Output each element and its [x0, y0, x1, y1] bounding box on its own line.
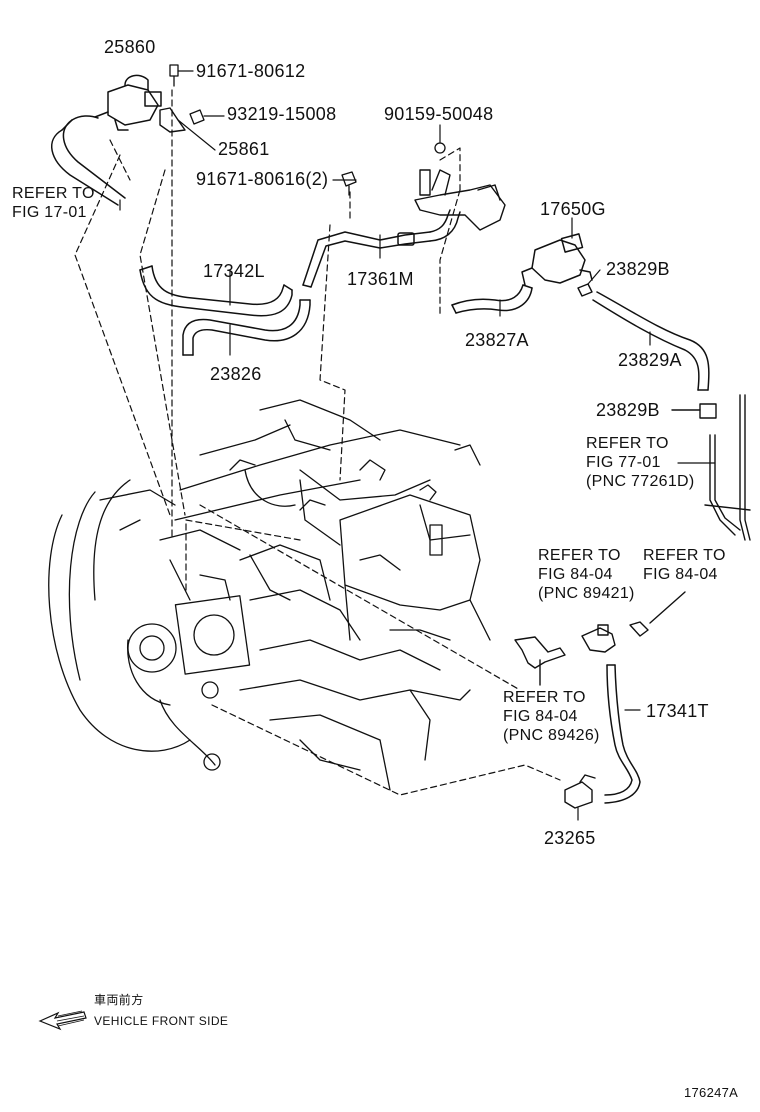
front-side-label-japanese: 車両前方: [94, 993, 144, 1007]
bracket-84-04: [514, 636, 566, 686]
refer-fig-17-01: REFER TO FIG 17-01: [12, 185, 95, 221]
bracket-25861: [159, 107, 186, 133]
clamp-23829B-mid: [671, 403, 717, 419]
bolt-90159-50048: [434, 142, 446, 154]
label-17650G: 17650G: [540, 199, 606, 219]
engine-block-drawing: [48, 399, 491, 791]
front-side-label-english: VEHICLE FRONT SIDE: [94, 1014, 229, 1028]
label-17342L: 17342L: [203, 261, 265, 281]
hose-23829A: [592, 291, 710, 391]
refer-fig-84-04-sensor: REFER TO FIG 84-04: [643, 547, 726, 583]
label-23827A: 23827A: [465, 330, 529, 350]
label-23829B-top: 23829B: [606, 259, 670, 279]
refer-fig-84-04-pnc-89426: REFER TO FIG 84-04 (PNC 89426): [503, 689, 600, 744]
label-23265: 23265: [544, 828, 596, 848]
pipe-fig77: [704, 394, 751, 541]
label-17341T: 17341T: [646, 701, 709, 721]
leader-lines: [119, 70, 716, 821]
label-23826: 23826: [210, 364, 262, 384]
label-93219-15008: 93219-15008: [227, 104, 337, 124]
bracket-17650G-mount: [414, 169, 506, 231]
hose-23826: [182, 299, 311, 356]
figure-number: 176247A: [684, 1085, 739, 1100]
label-25860: 25860: [104, 37, 156, 57]
vsv-25860: [107, 74, 162, 131]
clamp-23829B-top: [577, 283, 593, 297]
bolt-91671-80616: [341, 171, 357, 196]
label-91671-80616: 91671-80616(2): [196, 169, 329, 189]
label-23829B-mid: 23829B: [596, 400, 660, 420]
bolt-91671-80612: [169, 64, 179, 87]
dashed-leaders: [74, 89, 561, 796]
valve-17650G: [521, 233, 593, 286]
valve-23265: [564, 774, 596, 809]
label-23829A: 23829A: [618, 350, 682, 370]
refer-fig-77-01: REFER TO FIG 77-01 (PNC 77261D): [586, 435, 695, 490]
refer-fig-84-04-pnc-89421: REFER TO FIG 84-04 (PNC 89421): [538, 547, 635, 602]
label-91671-80612: 91671-80612: [196, 61, 306, 81]
bolt-93219-15008: [189, 109, 205, 125]
hose-17342L: [139, 265, 293, 317]
label-17361M: 17361M: [347, 269, 414, 289]
hose-23827A: [451, 284, 533, 314]
vehicle-front-arrow-icon: [38, 1010, 87, 1031]
label-25861: 25861: [218, 139, 270, 159]
hose-25860-to-fig17: [51, 111, 126, 206]
sensor-89421: [581, 591, 686, 653]
label-90159-50048: 90159-50048: [384, 104, 494, 124]
hose-17341T: [604, 664, 641, 804]
